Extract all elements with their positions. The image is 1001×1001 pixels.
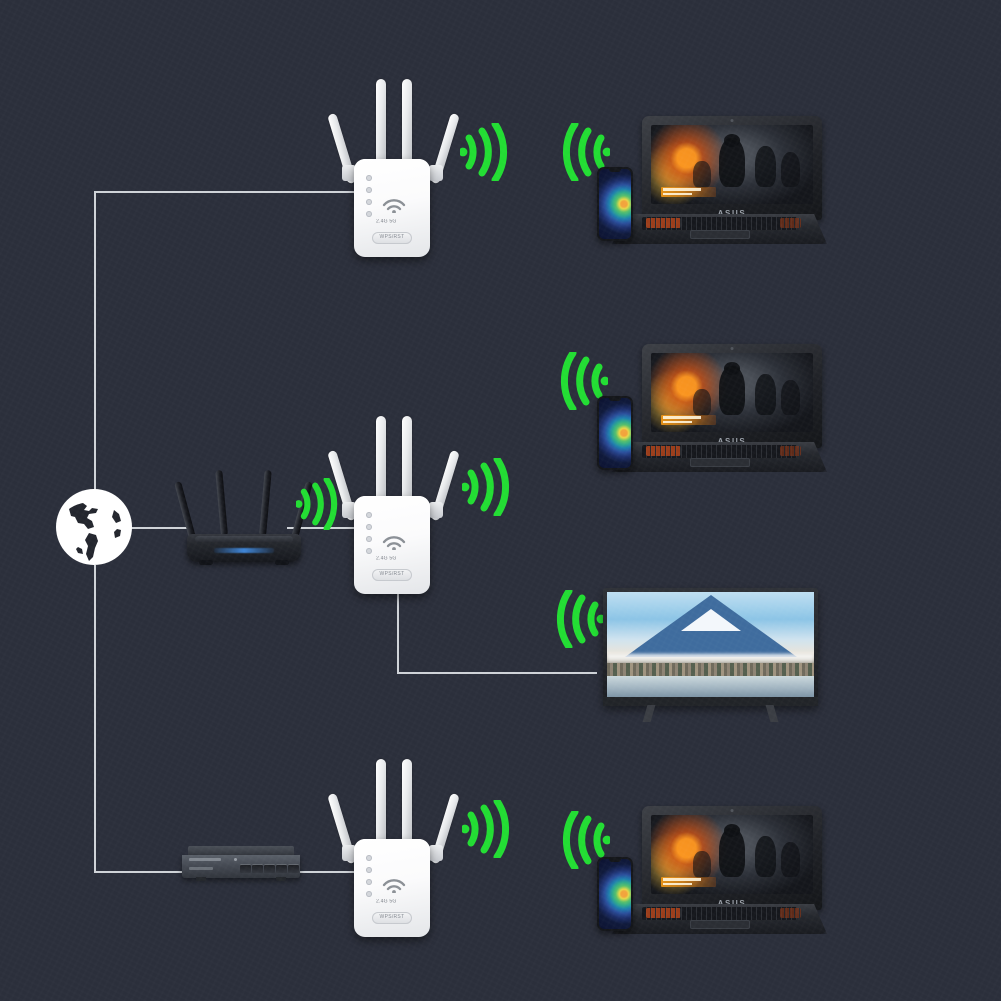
wifi-signal-transmit-top: [460, 123, 508, 181]
smartphone-screen-middle: [599, 398, 631, 468]
smartphone-top: [597, 167, 633, 241]
wifi-signal-router-transmit: [296, 478, 338, 530]
laptop-webcam-icon: [730, 809, 734, 812]
laptop-brand-label: ASUS: [717, 899, 747, 908]
repeater-bottom: 2.4G 5G WPS/RST: [326, 753, 486, 938]
smartphone-notch: [609, 169, 621, 172]
repeater-band-label: 2.4G 5G: [376, 219, 397, 225]
laptop-trackpad[interactable]: [689, 458, 750, 467]
game-hud-badge: [660, 186, 716, 197]
wifi-signal-receive-tv: [556, 590, 604, 648]
repeater-wps-button[interactable]: WPS/RST: [372, 232, 412, 244]
wire-globe-to-bottom-branch: [94, 565, 96, 872]
laptop-screen-middle: [651, 353, 813, 432]
repeater-button-label: WPS/RST: [379, 914, 405, 920]
wifi-signal-transmit-middle: [462, 458, 510, 516]
laptop-brand-label: ASUS: [717, 437, 747, 446]
repeater-middle: 2.4G 5G WPS/RST: [326, 410, 486, 595]
tv-stand-right: [765, 705, 779, 722]
repeater-button-label: WPS/RST: [379, 571, 405, 577]
laptop-brand-label: ASUS: [717, 209, 747, 218]
repeater-wps-button[interactable]: WPS/RST: [372, 569, 412, 581]
laptop-screen-bottom: [651, 815, 813, 894]
laptop-webcam-icon: [730, 119, 734, 122]
repeater-button-label: WPS/RST: [379, 234, 405, 240]
internet-globe-icon: [56, 489, 132, 565]
game-hud-badge: [660, 414, 716, 425]
game-hud-badge: [660, 876, 716, 887]
tv-stand-left: [642, 705, 656, 722]
laptop-trackpad[interactable]: [689, 230, 750, 239]
laptop-webcam-icon: [730, 347, 734, 350]
smartphone-bottom: [597, 857, 633, 931]
laptop-top: ASUS: [612, 116, 827, 244]
network-switch-icon: [182, 846, 300, 882]
router-logo: [214, 548, 274, 553]
wifi-signal-receive-bottom: [562, 811, 610, 869]
laptop-trackpad[interactable]: [689, 920, 750, 929]
wire-globe-to-router: [131, 527, 191, 529]
wireless-router-icon: [174, 466, 313, 565]
wire-router-to-middle-repeater: [287, 527, 385, 529]
repeater-top: 2.4G 5G WPS/RST: [326, 73, 486, 258]
wifi-signal-receive-middle: [560, 352, 608, 410]
smartphone-screen-bottom: [599, 859, 631, 929]
laptop-middle: ASUS: [612, 344, 827, 472]
repeater-wps-button[interactable]: WPS/RST: [372, 912, 412, 924]
repeater-band-label: 2.4G 5G: [376, 899, 397, 905]
smartphone-notch: [609, 859, 621, 862]
wire-top-branch-horizontal: [94, 191, 382, 193]
wire-tv-horizontal: [397, 672, 597, 674]
smart-tv: [603, 588, 818, 723]
tv-screen: [607, 592, 814, 697]
smartphone-notch: [609, 398, 621, 401]
laptop-bottom: ASUS: [612, 806, 827, 934]
wifi-signal-receive-top: [562, 123, 610, 181]
wire-globe-to-top-branch: [94, 191, 96, 491]
repeater-band-label: 2.4G 5G: [376, 556, 397, 562]
wire-middle-repeater-to-tv: [397, 585, 399, 673]
smartphone-middle: [597, 396, 633, 470]
wifi-signal-transmit-bottom: [462, 800, 510, 858]
smartphone-screen-top: [599, 169, 631, 239]
laptop-screen-top: [651, 125, 813, 204]
